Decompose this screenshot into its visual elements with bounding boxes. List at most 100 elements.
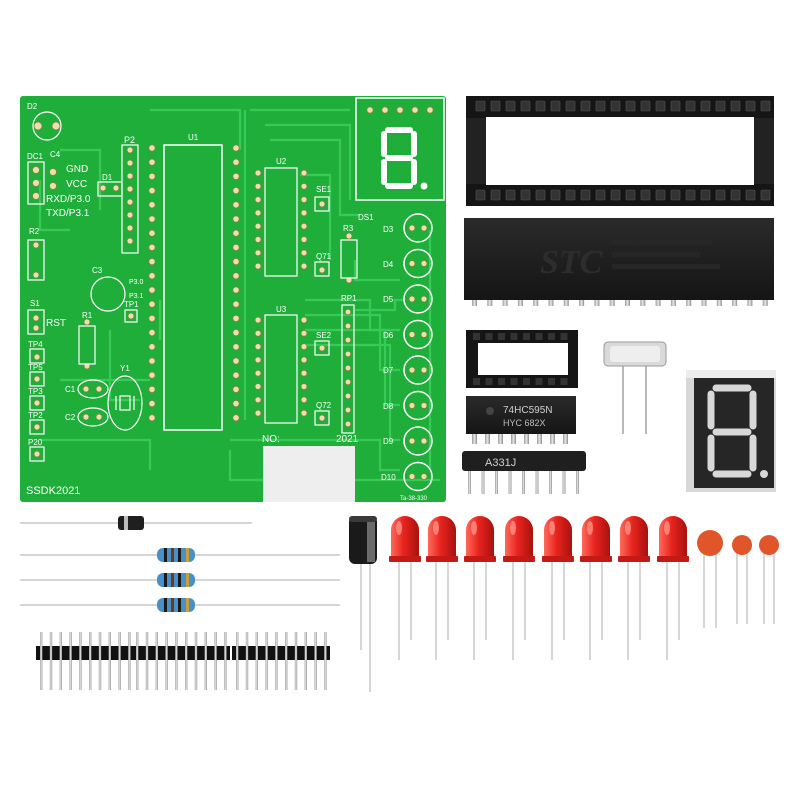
label-d5: D5: [383, 295, 394, 304]
label-c1: C1: [65, 385, 76, 394]
pin-hole: [254, 262, 262, 270]
socket-contact: [475, 100, 486, 112]
socket-contact: [505, 189, 516, 201]
pin-hole: [148, 286, 156, 294]
pin-hole: [344, 308, 352, 316]
pin-hole: [411, 106, 419, 114]
pin-hole: [344, 420, 352, 428]
pin-hole: [300, 262, 308, 270]
label-d7: D7: [383, 366, 394, 375]
header-pin: [324, 632, 327, 690]
led-footprint: [403, 213, 433, 243]
pin-hole: [232, 300, 240, 308]
network-pin: [508, 470, 512, 494]
socket-contact: [550, 189, 561, 201]
pin-header-strip: [36, 632, 134, 690]
red-led: [426, 516, 458, 660]
mcu-pin: [747, 296, 753, 306]
label-no: NO:: [262, 434, 280, 445]
pin-hole: [300, 316, 308, 324]
pin-hole: [254, 409, 262, 417]
mcu-pin: [609, 296, 615, 306]
socket-contact: [520, 100, 531, 112]
pin-hole: [126, 172, 134, 180]
pin-hole: [300, 249, 308, 257]
ic-pin: [511, 432, 516, 444]
ic-pin: [498, 432, 503, 444]
socket-contact: [730, 189, 741, 201]
socket-contact: [565, 189, 576, 201]
label-u2: U2: [276, 157, 287, 166]
red-led: [618, 516, 650, 660]
mcu-pin: [472, 296, 477, 306]
socket-contact: [670, 189, 681, 201]
pin-hole: [232, 371, 240, 379]
header-pin: [224, 632, 227, 690]
ic-pin: [537, 432, 542, 444]
label-d4: D4: [383, 260, 394, 269]
mcu-pin: [548, 296, 554, 306]
crystal-oscillator: [603, 341, 667, 434]
header-pin: [285, 632, 288, 690]
label-dc1: DC1: [27, 152, 44, 161]
network-pin: [549, 470, 552, 494]
socket-contact: [685, 100, 696, 112]
label-vcc: VCC: [66, 179, 87, 190]
led-footprint: [403, 355, 433, 385]
led-footprint: [403, 248, 433, 279]
label-r3: R3: [343, 224, 354, 233]
network-pin: [535, 470, 539, 494]
label-txd: TXD/P3.1: [46, 208, 90, 219]
label-d1: D1: [102, 173, 113, 182]
label-p20: P20: [28, 438, 43, 447]
label-gnd: GND: [66, 164, 88, 175]
resistor: [20, 598, 340, 612]
pin-hole: [300, 209, 308, 217]
stc-microcontroller: STC: [464, 218, 774, 306]
pin-header-strip: [132, 632, 230, 690]
seven-segment-display: [686, 370, 776, 492]
pin-hole: [148, 371, 156, 379]
pin-hole: [148, 300, 156, 308]
mcu-pin: [487, 296, 493, 306]
label-year: 2021: [336, 434, 359, 445]
ceramic-capacitor-large: [697, 530, 723, 628]
led-footprint: [403, 390, 433, 421]
socket-contact: [595, 189, 606, 201]
socket-contact: [498, 378, 505, 385]
pin-hole: [232, 144, 240, 152]
led-footprint: [403, 284, 433, 314]
ceramic-capacitor-small-2: [759, 535, 779, 624]
mcu-pin: [686, 296, 692, 306]
pin-hole: [126, 211, 134, 219]
mcu-pin: [579, 296, 585, 306]
pin-hole: [300, 356, 308, 364]
pin-hole: [426, 106, 434, 114]
label-d10: D10: [381, 473, 396, 482]
socket-contact: [625, 189, 636, 201]
pin-hole: [148, 172, 156, 180]
pin-hole: [148, 201, 156, 209]
socket-contact: [760, 100, 771, 112]
label-d3: D3: [383, 225, 394, 234]
ceramic-capacitors: [697, 530, 779, 628]
socket-contact: [550, 100, 561, 112]
ic-socket-40pin: [466, 96, 774, 206]
network-pin: [522, 470, 525, 494]
label-d8: D8: [383, 402, 394, 411]
pin-hole: [232, 215, 240, 223]
mcu-pin: [502, 296, 508, 306]
p2-footprint: [121, 144, 139, 254]
header-pin: [108, 632, 111, 690]
header-pin: [118, 632, 121, 690]
label-tp5: TP5: [28, 363, 43, 372]
electrolytic-capacitor: [349, 516, 377, 692]
socket-contact: [535, 100, 546, 112]
pcb-board: D2 DC1 C4 GND VCC RXD/P3.0 TXD/P3.1 D1 P…: [20, 96, 446, 502]
header-pin: [175, 632, 178, 690]
socket-contact: [510, 378, 518, 385]
pin-hole: [148, 314, 156, 322]
red-led: [389, 516, 421, 660]
pin-hole: [300, 369, 308, 377]
label-d6: D6: [383, 331, 394, 340]
